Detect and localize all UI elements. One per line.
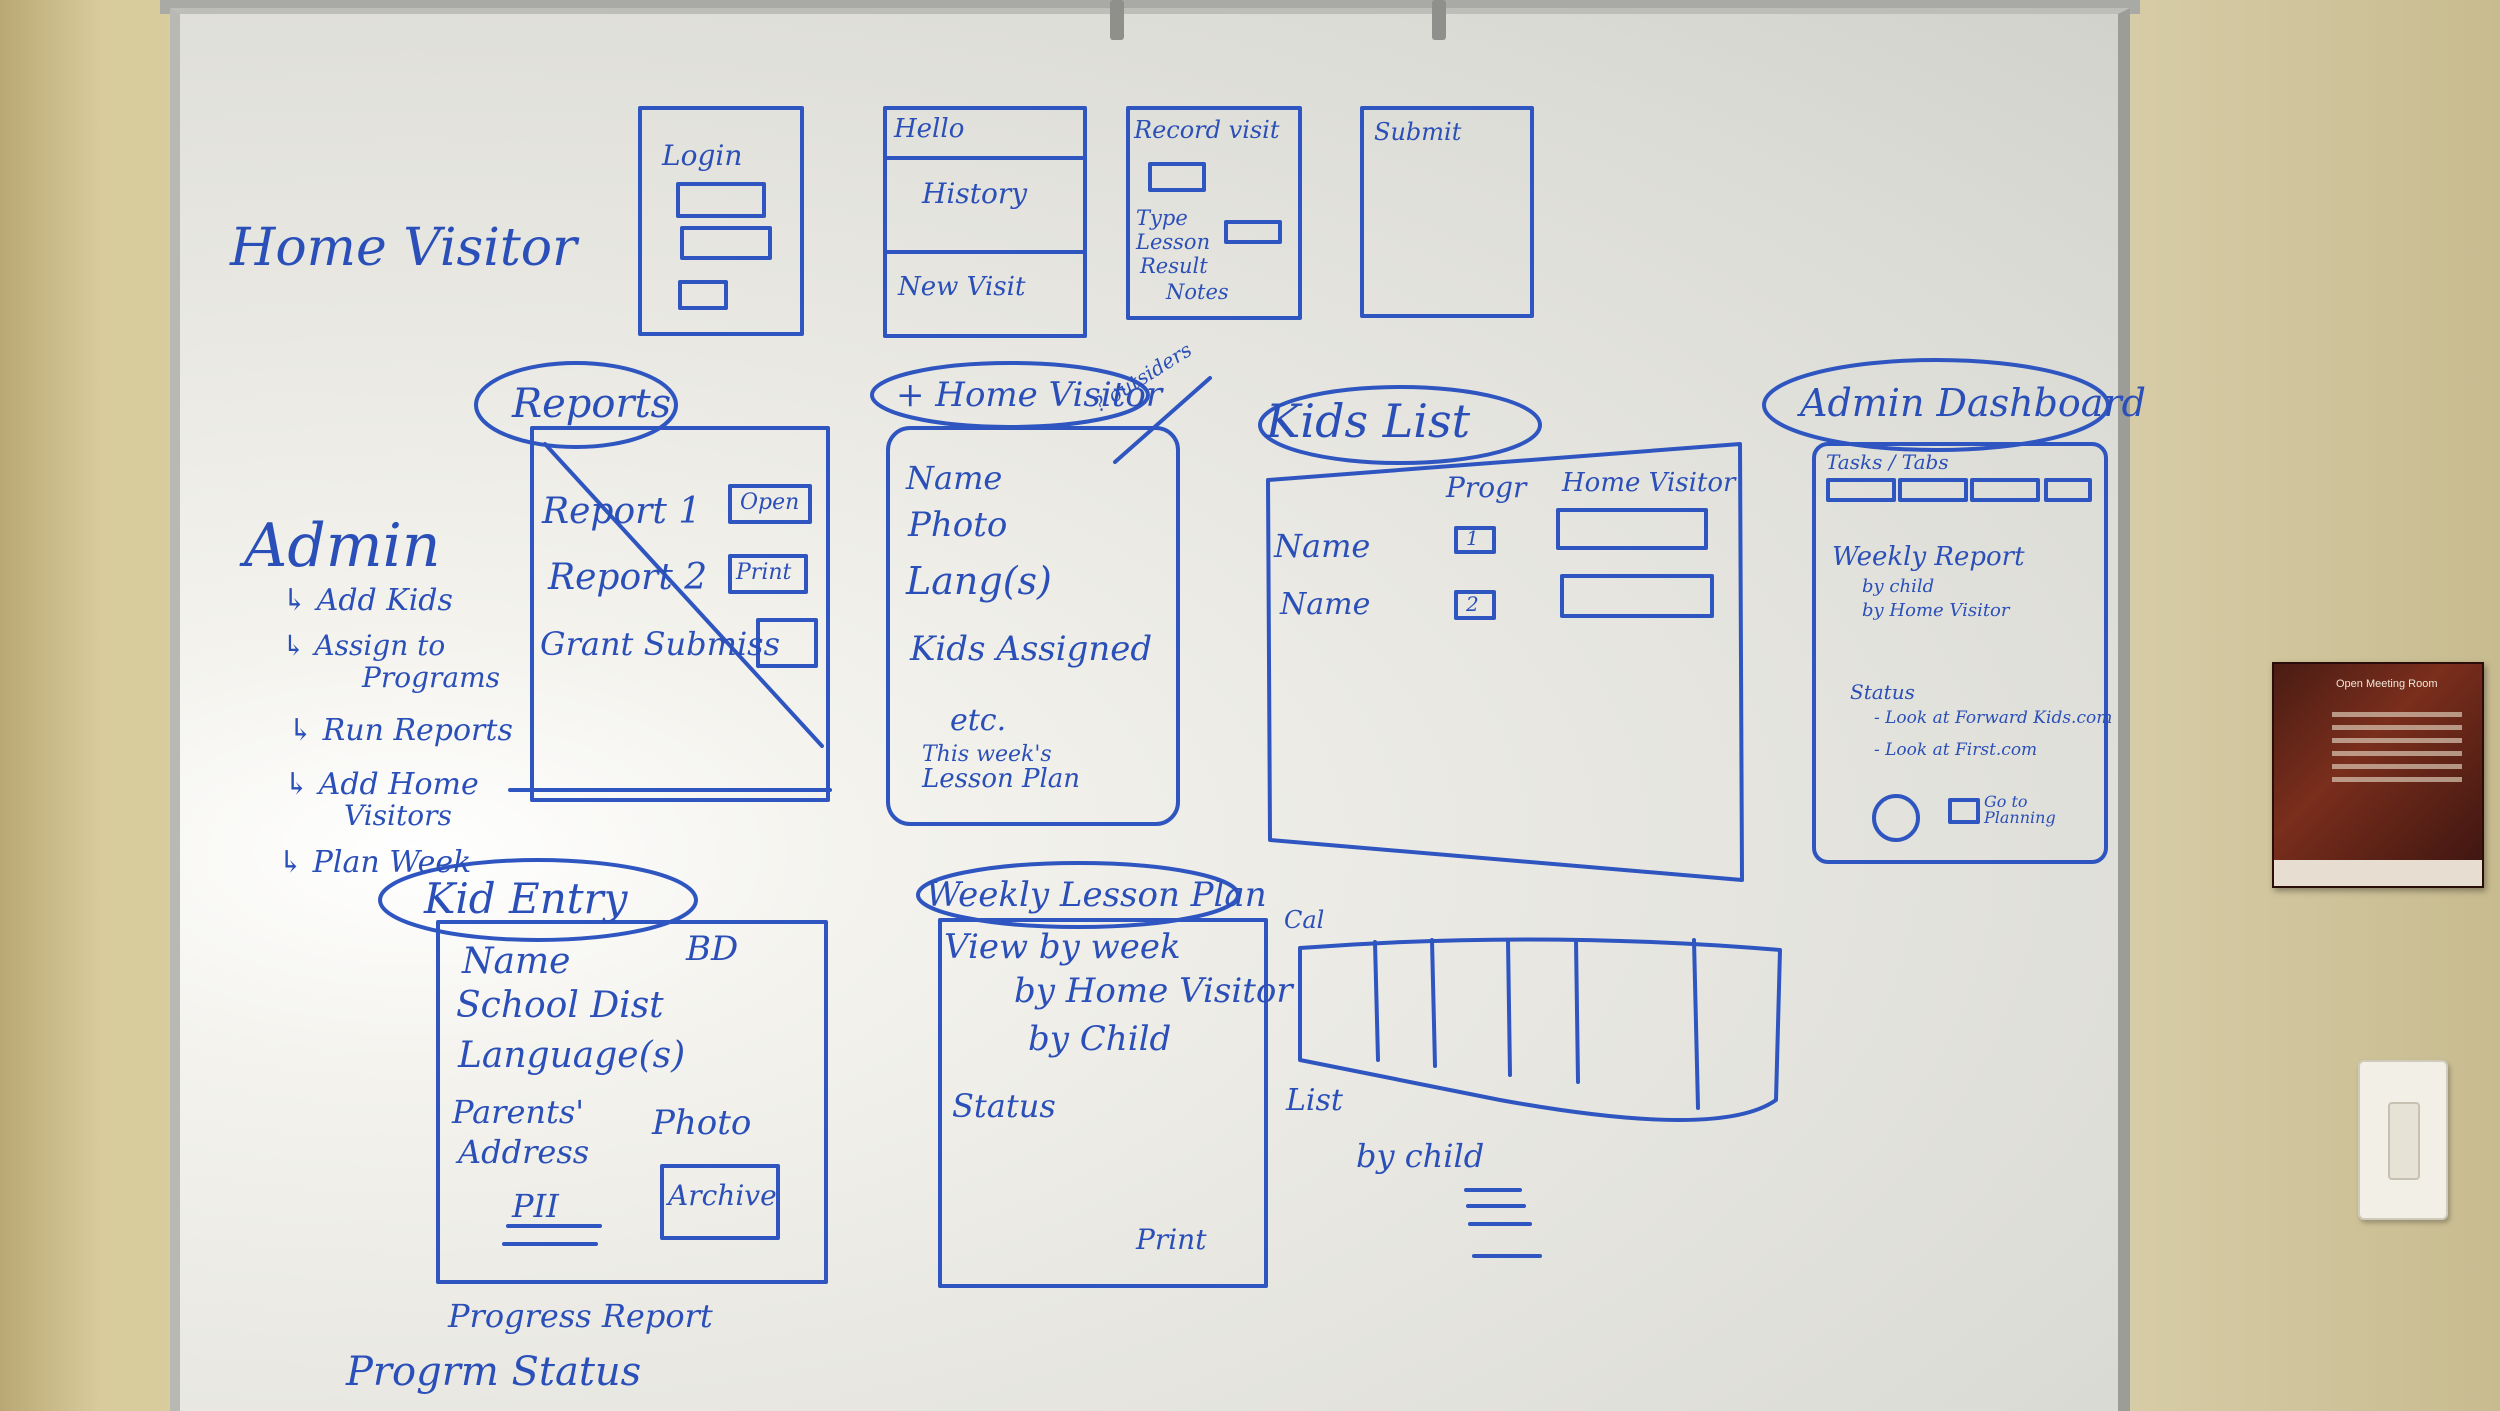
visitor-field: Name — [906, 459, 1003, 497]
kid-name: Name — [1280, 587, 1371, 622]
weekly-lesson-plan-title: Weekly Lesson Plan — [926, 875, 1267, 915]
submit-screen-title: Submit — [1374, 118, 1462, 146]
progress-report-label: Progress Report — [448, 1297, 713, 1335]
hello-screen-title: Hello — [894, 114, 965, 144]
report-row: Report 2 — [548, 557, 708, 598]
kid-progr: 2 — [1466, 592, 1479, 616]
admin-item: ↳ Plan Week — [278, 845, 472, 880]
lesson-plan-line: View by week — [944, 927, 1181, 967]
visitor-field: Kids Assigned — [910, 629, 1153, 669]
poster-footer — [2274, 860, 2482, 886]
by-home-visitor-label: by Home Visitor — [1862, 600, 2010, 621]
by-child-list-label: by child — [1356, 1137, 1485, 1175]
kid-entry-field: School Dist — [456, 985, 664, 1026]
kid-entry-field: Photo — [652, 1103, 752, 1143]
kids-list-title: Kids List — [1266, 394, 1471, 448]
board-clip — [1110, 0, 1124, 40]
lesson-plan-line: Status — [952, 1087, 1056, 1125]
report-row: Report 1 — [542, 491, 702, 532]
history-link: History — [922, 177, 1028, 210]
record-visit-field: Result — [1140, 254, 1208, 278]
login-screen-title: Login — [662, 139, 743, 172]
status-line: Status — [1850, 680, 1915, 704]
record-visit-field: Lesson — [1136, 230, 1211, 254]
reports-title: Reports — [512, 381, 672, 427]
admin-item: Visitors — [344, 799, 452, 832]
report-row: Grant Submiss — [540, 625, 781, 663]
poster-lines — [2332, 704, 2462, 790]
program-status-label: Progrm Status — [346, 1349, 642, 1395]
kid-entry-field: Address — [458, 1133, 590, 1171]
home-visitor-column-header: Home Visitor — [1562, 468, 1736, 498]
new-visit-link: New Visit — [898, 272, 1026, 302]
archive-button: Archive — [668, 1179, 777, 1212]
visitor-field: Lang(s) — [906, 559, 1052, 603]
by-child-label: by child — [1862, 576, 1935, 597]
pii-label: PII — [512, 1187, 559, 1225]
wall-poster: Open Meeting Room — [2272, 662, 2484, 888]
print-button: Print — [736, 560, 792, 585]
kid-entry-title: Kid Entry — [424, 874, 628, 923]
kid-entry-field: Language(s) — [458, 1035, 686, 1076]
go-to-planning-label: Go to Planning — [1984, 792, 2056, 827]
calendar-label: Cal — [1284, 906, 1325, 934]
home-visitor-heading: Home Visitor — [230, 218, 577, 278]
admin-dashboard-title: Admin Dashboard — [1800, 381, 2146, 425]
record-visit-field: Notes — [1166, 280, 1229, 304]
switch-toggle — [2388, 1102, 2420, 1180]
admin-item: ↳ Add Home — [284, 767, 479, 802]
admin-item: ↳ Add Kids — [282, 583, 453, 618]
visitor-field: etc. — [950, 703, 1007, 738]
board-clip — [1432, 0, 1446, 40]
admin-item: Programs — [362, 661, 501, 694]
lesson-plan-line: by Child — [1028, 1019, 1172, 1059]
kid-entry-field: Parents' — [452, 1093, 585, 1131]
light-switch — [2358, 1060, 2448, 1220]
tasks-tabs-label: Tasks / Tabs — [1826, 450, 1949, 474]
kid-name: Name — [1274, 527, 1371, 565]
admin-item: ↳ Run Reports — [288, 713, 513, 748]
admin-item: ↳ Assign to — [282, 629, 446, 662]
open-button: Open — [740, 490, 800, 515]
visitor-field: Photo — [908, 505, 1008, 545]
add-home-visitor-title: + Home Visitor — [896, 375, 1163, 415]
list-label: List — [1286, 1083, 1343, 1118]
status-line: - Look at First.com — [1874, 740, 2038, 760]
poster-title: Open Meeting Room — [2336, 678, 2438, 690]
status-line: - Look at Forward Kids.com — [1874, 708, 2113, 728]
record-visit-field: Type — [1136, 206, 1188, 230]
lesson-plan-line: by Home Visitor — [1014, 971, 1293, 1011]
progr-column-header: Progr — [1446, 471, 1527, 504]
record-visit-title: Record visit — [1134, 116, 1280, 144]
kid-entry-field: BD — [686, 929, 739, 969]
visitor-field: This week's — [922, 742, 1052, 767]
kid-entry-field: Name — [462, 941, 571, 982]
weekly-report-label: Weekly Report — [1832, 542, 2025, 572]
kid-progr: 1 — [1466, 526, 1479, 550]
admin-heading: Admin — [244, 511, 441, 581]
whiteboard — [170, 8, 2130, 1411]
visitor-field: Lesson Plan — [922, 764, 1081, 794]
lesson-plan-print: Print — [1136, 1223, 1207, 1256]
